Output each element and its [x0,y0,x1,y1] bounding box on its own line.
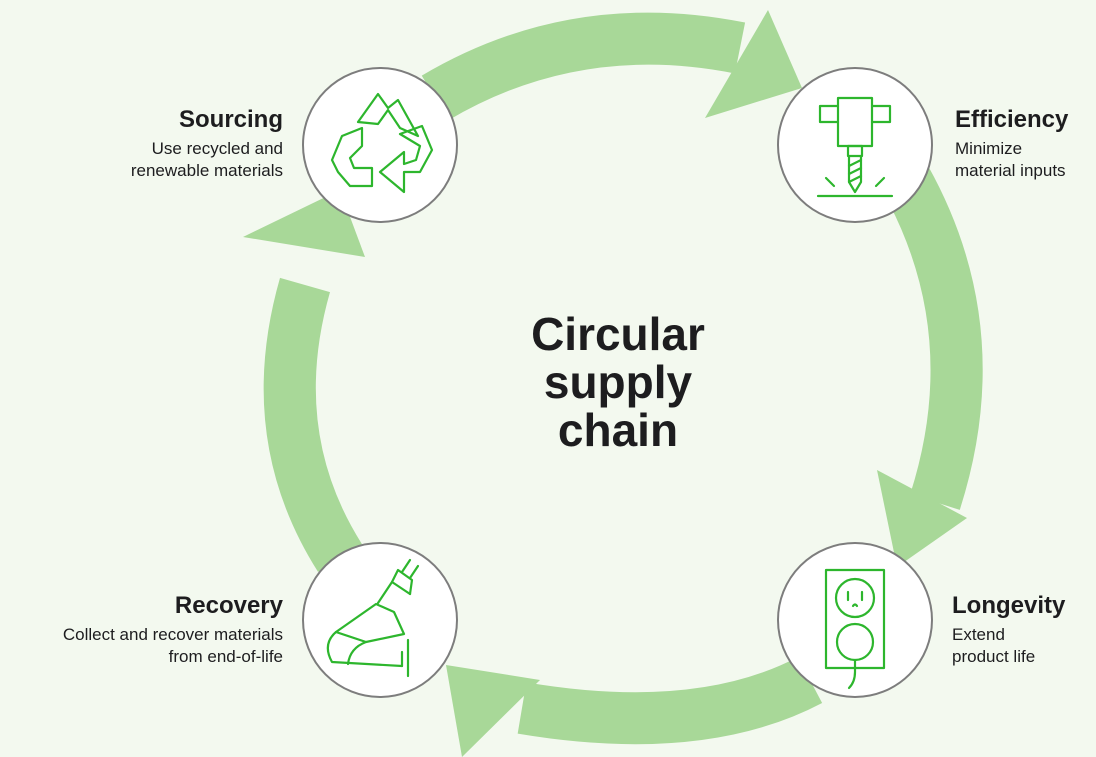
stage-efficiency: Efficiency Minimize material inputs [955,106,1096,182]
title-line-2: supply [543,356,693,408]
stage-efficiency-description: Minimize material inputs [955,138,1096,182]
arrowhead-bottom [446,665,540,757]
stage-recovery-desc-line-2: from end-of-life [168,647,283,666]
drill-icon [816,96,894,198]
stage-recovery: Recovery Collect and recover materials f… [10,592,283,668]
diagram-title: Circular supply chain [498,310,738,454]
stage-longevity-desc-line-1: Extend [952,625,1005,644]
arrowhead-right [877,470,967,567]
power-outlet-icon [824,568,886,690]
recovery-circle [302,542,458,698]
stage-efficiency-desc-line-1: Minimize [955,139,1023,158]
stage-recovery-description: Collect and recover materials from end-o… [10,624,283,668]
stage-sourcing-title: Sourcing [178,106,283,133]
stage-sourcing-description: Use recycled and renewable materials [60,138,283,182]
stage-longevity-description: Extend product life [952,624,1096,668]
stage-longevity: Longevity Extend product life [952,592,1096,668]
stage-longevity-desc-line-2: product life [952,647,1036,666]
stage-recovery-desc-line-1: Collect and recover materials [62,625,283,644]
arrow-band-right [882,165,983,510]
longevity-circle [777,542,933,698]
arrow-band-bottom [517,656,823,745]
arrow-band-left [263,277,363,572]
stage-sourcing-desc-line-2: renewable materials [130,161,283,180]
stage-recovery-title: Recovery [174,592,283,619]
arrowhead-top [705,10,802,118]
sourcing-circle [302,67,458,223]
recycle-icon [330,92,434,194]
stage-longevity-title: Longevity [952,592,1066,619]
stage-efficiency-title: Efficiency [955,106,1069,133]
arrow-band-top [421,12,746,121]
robotic-arm-icon [326,558,420,678]
stage-sourcing-desc-line-1: Use recycled and [151,139,283,158]
stage-sourcing: Sourcing Use recycled and renewable mate… [60,106,283,182]
title-line-1: Circular [531,308,705,360]
stage-efficiency-desc-line-2: material inputs [955,161,1066,180]
title-line-3: chain [557,404,679,456]
